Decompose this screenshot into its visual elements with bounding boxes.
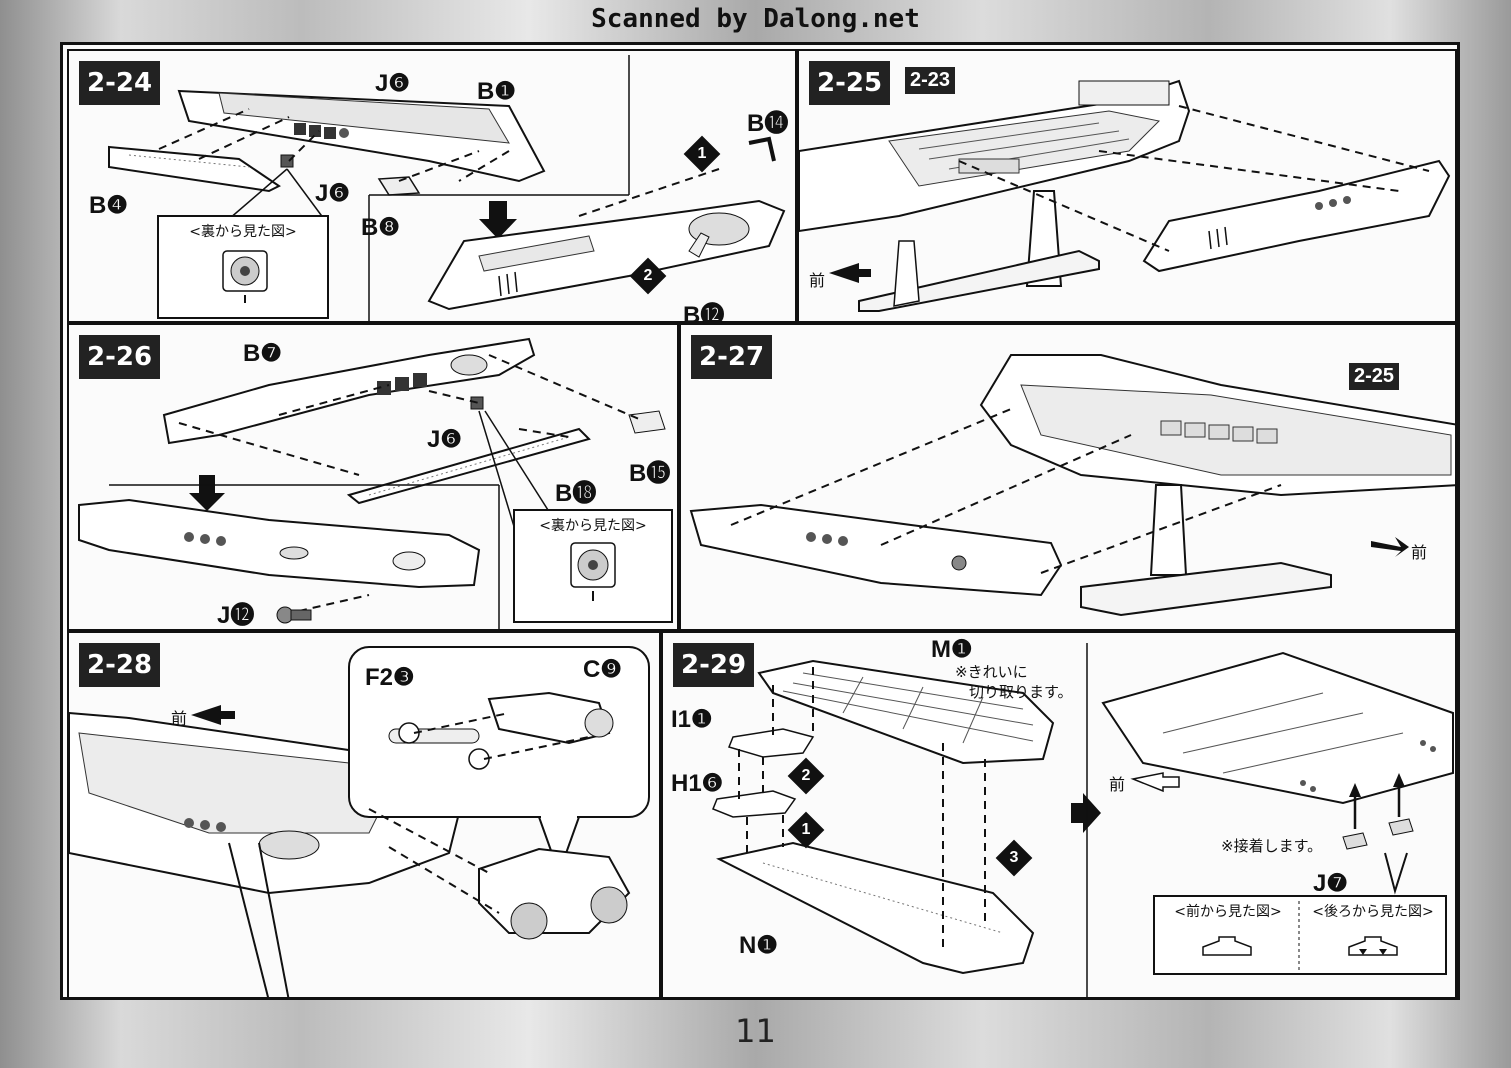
part-label-m1: M❶ bbox=[931, 636, 973, 663]
order-badge-1: 1 bbox=[683, 135, 721, 173]
cut-cleanly-note-2: 切り取ります。 bbox=[969, 683, 1073, 701]
step-number: 2-24 bbox=[79, 61, 161, 105]
instruction-sheet: 2-24 bbox=[60, 42, 1460, 1000]
back-view-title: <後ろから見た図> bbox=[1312, 904, 1434, 920]
front-back-view-box: <前から見た図> <後ろから見た図> bbox=[1153, 895, 1447, 975]
glue-note: ※接着します。 bbox=[1221, 837, 1323, 855]
step-number: 2-29 bbox=[673, 643, 755, 687]
part-label-b7: B❼ bbox=[243, 340, 282, 367]
part-label-h16: H1❻ bbox=[671, 770, 724, 797]
step-2-27-panel: 2-27 2-25 前 bbox=[679, 323, 1457, 631]
order-badge-2: 2 bbox=[787, 757, 825, 795]
step-2-28-panel: 2-28 bbox=[67, 631, 661, 999]
part-label-i11: I1❶ bbox=[671, 706, 713, 733]
front-direction-label: 前 bbox=[809, 271, 826, 290]
part-label-j6: J❻ bbox=[427, 426, 462, 453]
front-direction-label: 前 bbox=[171, 709, 188, 728]
part-label-c9: C❾ bbox=[583, 656, 622, 683]
order-badge-1: 1 bbox=[787, 811, 825, 849]
page-number: 11 bbox=[735, 1012, 776, 1050]
step-2-25-panel: 2-25 2-23 bbox=[797, 49, 1457, 323]
part-label-j7: J❼ bbox=[1313, 870, 1348, 897]
part-label-j12: J⓬ bbox=[217, 602, 255, 629]
rear-view-title: <裏から見た図> bbox=[539, 518, 647, 534]
step-2-26-panel: 2-26 bbox=[67, 323, 679, 631]
order-badge-2: 2 bbox=[629, 257, 667, 295]
rear-view-part-icon bbox=[570, 542, 616, 601]
step-2-24-panel: 2-24 bbox=[67, 49, 797, 323]
part-label-b18: B⓲ bbox=[555, 480, 597, 507]
part-label-f23: F2❸ bbox=[365, 664, 415, 691]
rear-view-part-icon bbox=[222, 250, 268, 303]
step-number: 2-26 bbox=[79, 335, 161, 379]
part-label-n1: N❶ bbox=[739, 932, 778, 959]
step-2-24-illustration bbox=[108, 55, 786, 321]
step-2-29-panel: 2-29 bbox=[661, 631, 1457, 999]
part-label-b1: B❶ bbox=[477, 78, 516, 105]
step-2-29-illustration bbox=[712, 643, 1454, 997]
rear-view-title: <裏から見た図> bbox=[189, 224, 297, 240]
front-direction-label: 前 bbox=[1411, 543, 1428, 562]
rear-view-box: <裏から見た図> bbox=[157, 215, 329, 319]
part-label-b4: B❹ bbox=[89, 192, 128, 219]
step-number: 2-25 bbox=[809, 61, 891, 105]
step-2-27-illustration bbox=[689, 354, 1455, 617]
part-label-b12: B⓬ bbox=[683, 302, 725, 323]
part-label-b15: B⓯ bbox=[629, 460, 671, 487]
cut-cleanly-note: ※きれいに bbox=[955, 663, 1028, 681]
order-badge-3: 3 bbox=[995, 839, 1033, 877]
front-direction-label: 前 bbox=[1109, 775, 1126, 794]
step-2-25-illustration bbox=[799, 79, 1451, 312]
front-back-view-icons bbox=[1202, 901, 1398, 973]
step-number: 2-28 bbox=[79, 643, 161, 687]
part-label-b8: B❽ bbox=[361, 214, 400, 241]
reference-step-2-23: 2-23 bbox=[905, 67, 956, 94]
part-label-b14: B⓮ bbox=[747, 110, 789, 137]
part-label-j6-mid: J❻ bbox=[315, 180, 350, 207]
front-view-title: <前から見た図> bbox=[1174, 904, 1282, 920]
reference-step-2-25: 2-25 bbox=[1349, 363, 1400, 390]
step-number: 2-27 bbox=[691, 335, 773, 379]
rear-view-box: <裏から見た図> bbox=[513, 509, 673, 623]
step-2-26-illustration bbox=[78, 337, 666, 629]
step-2-28-illustration bbox=[69, 646, 650, 997]
part-label-j6-top: J❻ bbox=[375, 70, 410, 97]
scan-watermark: Scanned by Dalong.net bbox=[591, 4, 920, 34]
